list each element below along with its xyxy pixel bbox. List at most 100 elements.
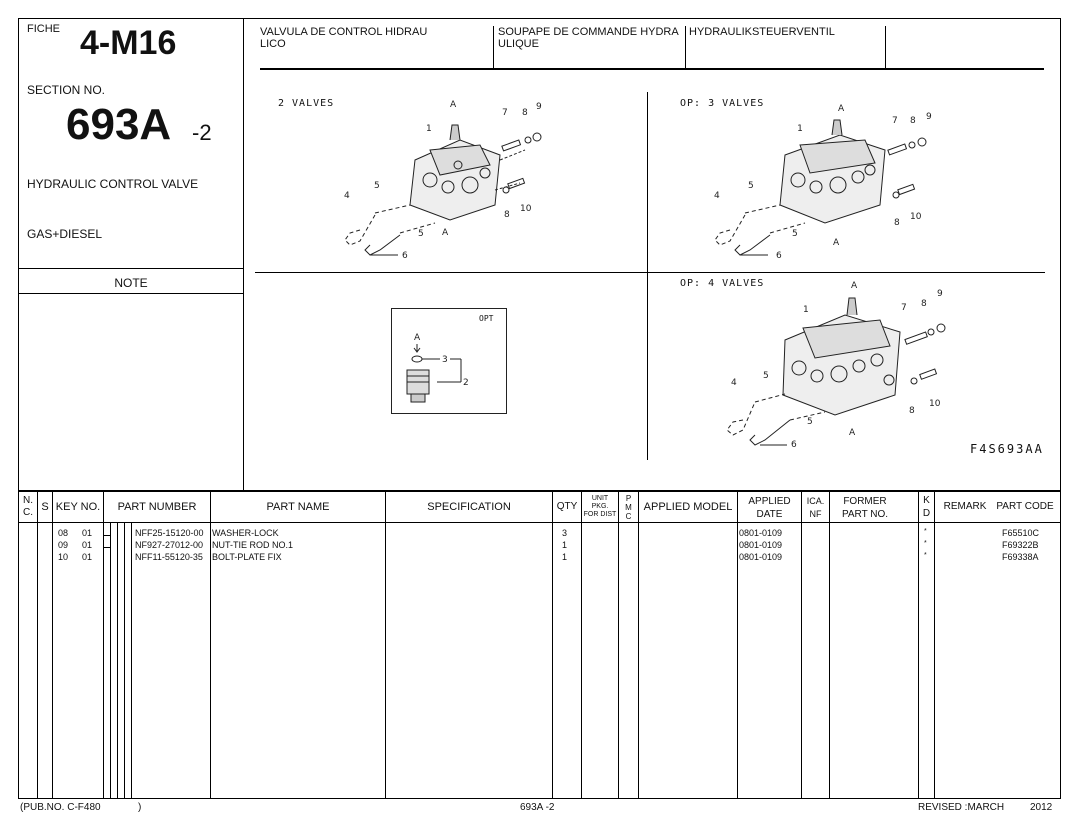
- row-qty: 3: [562, 528, 568, 538]
- label-two-valves: 2 VALVES: [278, 98, 335, 109]
- translation-divider-3: [885, 26, 886, 68]
- col-line-3b: [117, 523, 118, 798]
- col-line-3d: [131, 523, 132, 798]
- callout-5-4v: 5: [763, 371, 769, 381]
- callout-a-top-3v: A: [838, 104, 845, 114]
- diagram-three-valves: 1 A 7 8 9 4 5 5 6 8 10 A: [714, 104, 932, 261]
- label-four-valves: OP: 4 VALVES: [680, 278, 765, 289]
- callout-7: 7: [502, 108, 508, 118]
- callout-a-bottom-4v: A: [849, 428, 856, 438]
- col-line-1: [37, 492, 38, 798]
- col-line-4: [210, 492, 211, 798]
- row-kd: *: [924, 528, 927, 535]
- row-sub: 01: [82, 528, 93, 538]
- callout-5: 5: [374, 181, 380, 191]
- callout-10-3v: 10: [910, 212, 922, 222]
- callout-8: 8: [522, 108, 528, 118]
- callout-9: 9: [536, 102, 542, 112]
- row-key: 09: [58, 540, 69, 550]
- fiche-value: 4-M16: [80, 24, 177, 62]
- col-line-3a: [110, 523, 111, 798]
- callout-8b-4v: 8: [909, 406, 915, 416]
- header-qty: QTY: [556, 501, 578, 512]
- callout-3-opt: 3: [442, 355, 448, 365]
- callout-8b: 8: [504, 210, 510, 220]
- row-part-number: NF927-27012-00: [135, 540, 204, 550]
- header-unit-pkg-3: FOR DIST: [583, 511, 617, 518]
- callout-10: 10: [520, 204, 532, 214]
- callout-9-3v: 9: [926, 112, 932, 122]
- row-part-code: F65510C: [1002, 528, 1040, 538]
- callout-5b: 5: [418, 229, 424, 239]
- translation-fr-line1: SOUPAPE DE COMMANDE HYDRA: [498, 26, 679, 38]
- callout-6: 6: [402, 251, 408, 261]
- callout-a-bottom: A: [442, 228, 449, 238]
- row-part-name: WASHER-LOCK: [212, 528, 279, 538]
- callout-5-3v: 5: [748, 181, 754, 191]
- row-key: 10: [58, 552, 69, 562]
- frame-bottom: [18, 798, 1061, 799]
- callout-7-4v: 7: [901, 303, 907, 313]
- callout-a-opt: A: [414, 333, 421, 343]
- callout-1-3v: 1: [797, 124, 803, 134]
- col-line-3: [103, 492, 104, 798]
- header-former-1: FORMER: [843, 496, 887, 507]
- note-top-line: [18, 268, 244, 269]
- callout-8b-3v: 8: [894, 218, 900, 228]
- callout-7-3v: 7: [892, 116, 898, 126]
- footer-pub-close: ): [138, 802, 142, 813]
- header-pmc-1: P: [625, 494, 632, 503]
- header-applied-model: APPLIED MODEL: [643, 501, 733, 513]
- header-kd-1: K: [923, 495, 930, 506]
- callout-1-4v: 1: [803, 305, 809, 315]
- row-part-name: BOLT-PLATE FIX: [212, 552, 282, 562]
- row-kd: *: [924, 552, 927, 559]
- header-former-2: PART NO.: [841, 509, 889, 520]
- translation-de-line1: HYDRAULIKSTEUERVENTIL: [689, 26, 835, 38]
- header-ica-2: NF: [809, 509, 822, 519]
- note-label: NOTE: [114, 276, 148, 290]
- header-remark: REMARK: [943, 501, 987, 512]
- translation-underline: [260, 68, 1044, 70]
- col-line-8: [618, 492, 619, 798]
- header-nc-1: N.: [23, 495, 33, 506]
- header-pmc-3: C: [625, 512, 632, 521]
- fiche-label: FICHE: [27, 23, 60, 35]
- row-part-number: NFF11-55120-35: [135, 552, 203, 562]
- header-kd-2: D: [922, 508, 931, 519]
- translation-divider-2: [685, 26, 686, 68]
- callout-4-3v: 4: [714, 191, 720, 201]
- callout-10-4v: 10: [929, 399, 941, 409]
- translation-fr-line2: ULIQUE: [498, 38, 539, 50]
- col-line-6: [552, 492, 553, 798]
- row-qty: 1: [562, 552, 568, 562]
- callout-4: 4: [344, 191, 350, 201]
- note-bottom-line: [18, 293, 244, 294]
- header-pmc-2: M: [625, 503, 632, 512]
- callout-6-4v: 6: [791, 440, 797, 450]
- row-sub: 01: [82, 552, 93, 562]
- col-line-13: [918, 492, 919, 798]
- callout-9-4v: 9: [937, 289, 943, 299]
- header-ica-1: ICA.: [806, 496, 825, 506]
- footer-page: 693A -2: [520, 802, 555, 813]
- col-line-11: [801, 492, 802, 798]
- header-nc-2: C.: [23, 507, 33, 518]
- callout-a-top-4v: A: [851, 281, 858, 291]
- header-applied-date-1: APPLIED: [748, 496, 791, 507]
- translation-divider-1: [493, 26, 494, 68]
- frame-top: [18, 18, 1061, 19]
- col-line-9: [638, 492, 639, 798]
- col-line-5: [385, 492, 386, 798]
- col-line-3c: [124, 523, 125, 798]
- header-s: S: [41, 501, 49, 513]
- header-applied-date-2: DATE: [756, 509, 783, 520]
- callout-6-3v: 6: [776, 251, 782, 261]
- callout-8-3v: 8: [910, 116, 916, 126]
- label-three-valves: OP: 3 VALVES: [680, 98, 765, 109]
- translation-es-line2: LICO: [260, 38, 286, 50]
- callout-8-4v: 8: [921, 299, 927, 309]
- row-tick-2: [103, 547, 110, 548]
- diagram-opt: A 3 2: [406, 333, 469, 403]
- col-line-14: [934, 492, 935, 798]
